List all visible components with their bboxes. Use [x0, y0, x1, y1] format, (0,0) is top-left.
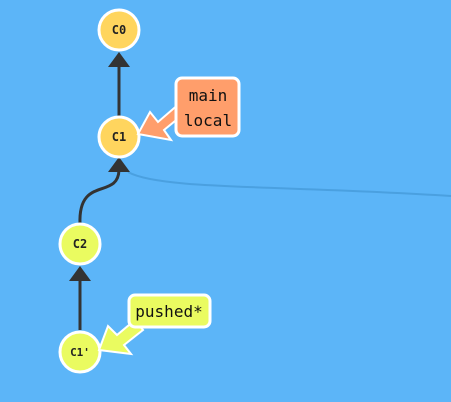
branch-main-label: main: [189, 86, 228, 105]
edge-c1p-c2-arrowhead: [69, 266, 91, 281]
commit-c2-node: [58, 222, 102, 266]
commit-c0[interactable]: C0: [97, 8, 141, 52]
commit-c1-prime-node: [58, 330, 102, 374]
commit-c1-label: C1: [112, 130, 126, 144]
branch-main-local[interactable]: main local: [136, 76, 241, 142]
commit-c1-prime[interactable]: C1': [58, 330, 102, 374]
edge-c2-c1: [78, 169, 121, 225]
edges-layer: [69, 52, 130, 330]
commit-c1[interactable]: C1: [97, 115, 141, 159]
commit-c2[interactable]: C2: [58, 222, 102, 266]
edge-c2-c1-arrowhead: [108, 157, 130, 172]
branch-local-label: local: [184, 111, 232, 130]
ghost-edge: [127, 171, 451, 197]
branch-pushed-box: [127, 293, 212, 329]
commit-c0-node: [97, 8, 141, 52]
branch-pushed[interactable]: pushed*: [97, 293, 212, 356]
edge-c1-c0-arrowhead: [108, 52, 130, 67]
branch-pushed-label: pushed*: [135, 302, 202, 321]
commit-c1-prime-label: C1': [70, 346, 90, 359]
branch-main-local-box: [174, 76, 241, 138]
commit-c1-node: [97, 115, 141, 159]
commit-c2-label: C2: [73, 237, 87, 251]
commit-c0-label: C0: [112, 23, 126, 37]
